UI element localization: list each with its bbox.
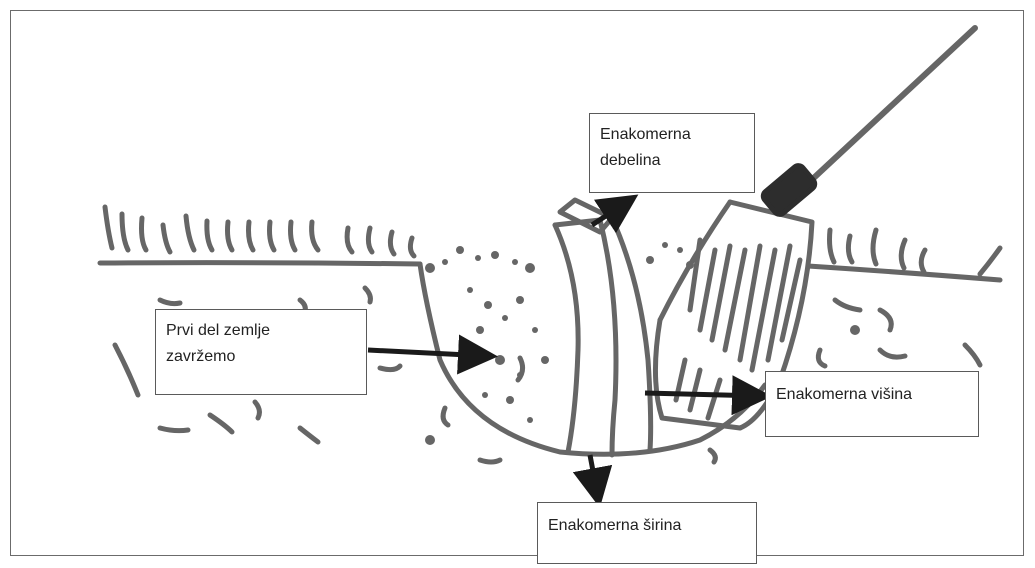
arrow-first-soil [368,350,488,356]
label-uniform-thickness: Enakomerna debelina [589,113,755,193]
label-uniform-thickness-line2: debelina [600,148,744,174]
ground-surface-left [100,263,420,264]
soil-slab-outline [555,225,578,452]
label-first-soil-discarded: Prvi del zemlje zavržemo [155,309,367,395]
spade-handle [790,28,975,200]
label-uniform-thickness-line1: Enakomerna [600,122,744,148]
label-first-soil-line1: Prvi del zemlje [166,318,356,344]
label-uniform-width-text: Enakomerna širina [548,513,746,539]
arrow-height [645,393,762,396]
label-first-soil-line2: zavržemo [166,344,356,370]
label-uniform-width: Enakomerna širina [537,502,757,564]
label-uniform-height-text: Enakomerna višina [776,382,968,408]
spade-handle-socket [761,163,817,217]
grass-tufts-left [105,207,414,256]
arrow-width [590,455,598,498]
label-uniform-height: Enakomerna višina [765,371,979,437]
